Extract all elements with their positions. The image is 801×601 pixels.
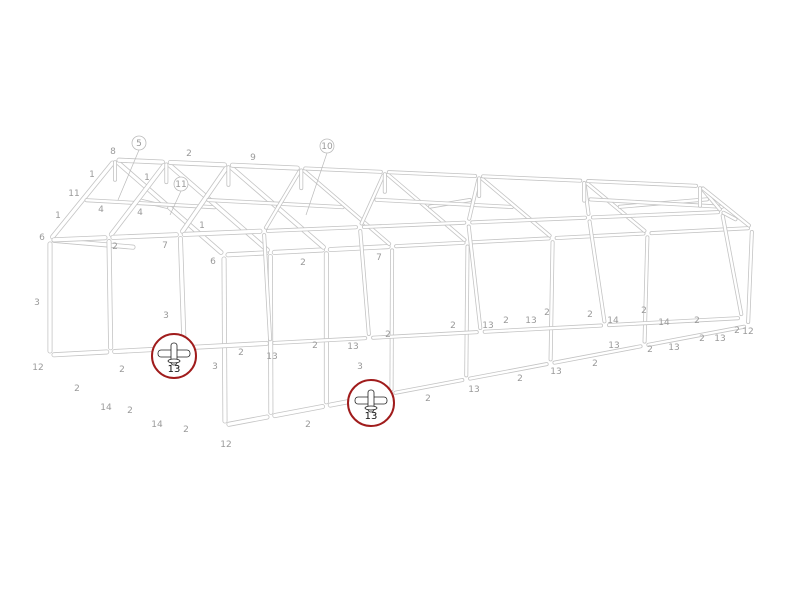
part-label: 2: [425, 394, 431, 404]
part-label: 2: [300, 258, 306, 268]
part-label: 13: [347, 342, 358, 352]
highlighted-connectors: 13 13: [151, 333, 395, 427]
part-label: 8: [110, 147, 116, 157]
part-label: 3: [212, 362, 218, 372]
part-label: 2: [238, 348, 244, 358]
part-label: 2: [127, 406, 133, 416]
part-label: 2: [450, 321, 456, 331]
part-label: 6: [210, 257, 216, 267]
part-label: 2: [112, 242, 118, 252]
part-label: 2: [74, 384, 80, 394]
part-label: 12: [220, 440, 231, 450]
part-label: 2: [503, 316, 509, 326]
part-label: 13: [714, 334, 725, 344]
part-label: 2: [312, 341, 318, 351]
part-label: 14: [607, 316, 619, 326]
part-label: 2: [592, 359, 598, 369]
part-label: 12: [742, 327, 753, 337]
part-label: 2: [305, 420, 311, 430]
callout-circle: [173, 176, 189, 192]
part-label: 7: [376, 253, 382, 263]
part-label: 2: [183, 425, 189, 435]
part-label: 9: [250, 153, 256, 163]
part-label: 13: [266, 352, 277, 362]
part-label: 13: [482, 321, 493, 331]
part-label: 13: [550, 367, 561, 377]
part-label: 14: [658, 318, 670, 328]
part-label: 2: [544, 308, 550, 318]
part-label: 3: [163, 311, 169, 321]
part-label: 1: [89, 170, 95, 180]
callouts: 5 10 11: [117, 135, 335, 216]
part-label: 2: [517, 374, 523, 384]
callout-circle: [319, 138, 335, 154]
callout-number: 11: [175, 180, 186, 190]
part-label: 4: [98, 205, 104, 215]
part-label: 2: [694, 316, 700, 326]
part-label: 13: [668, 343, 679, 353]
part-label: 1: [55, 211, 61, 221]
part-label: 1: [199, 221, 205, 231]
part-label: 14: [100, 403, 112, 413]
part-label: 13: [608, 341, 619, 351]
part-label: 2: [647, 345, 653, 355]
callout-number: 10: [321, 142, 333, 152]
part-label: 2: [186, 149, 192, 159]
highlighted-part-number: 13: [168, 364, 181, 375]
part-label: 11: [68, 189, 79, 199]
part-label: 4: [137, 208, 143, 218]
pipes: [47, 157, 754, 427]
part-label: 2: [641, 306, 647, 316]
part-label: 2: [734, 326, 740, 336]
part-label: 1: [144, 173, 150, 183]
part-label: 3: [357, 362, 363, 372]
part-label: 12: [32, 363, 43, 373]
part-label: 2: [587, 310, 593, 320]
highlighted-connector-13: 13: [347, 379, 395, 427]
highlighted-part-number: 13: [365, 411, 378, 422]
part-label: 6: [39, 233, 45, 243]
part-label: 13: [525, 316, 536, 326]
part-label: 13: [468, 385, 479, 395]
part-label: 2: [699, 334, 705, 344]
part-label: 14: [151, 420, 163, 430]
part-label: 7: [162, 241, 168, 251]
part-label: 3: [34, 298, 40, 308]
callout-circle: [131, 135, 147, 151]
part-label: 2: [385, 330, 391, 340]
part-label: 2: [119, 365, 125, 375]
highlighted-connector-13: 13: [151, 333, 197, 379]
callout-number: 5: [136, 139, 142, 149]
